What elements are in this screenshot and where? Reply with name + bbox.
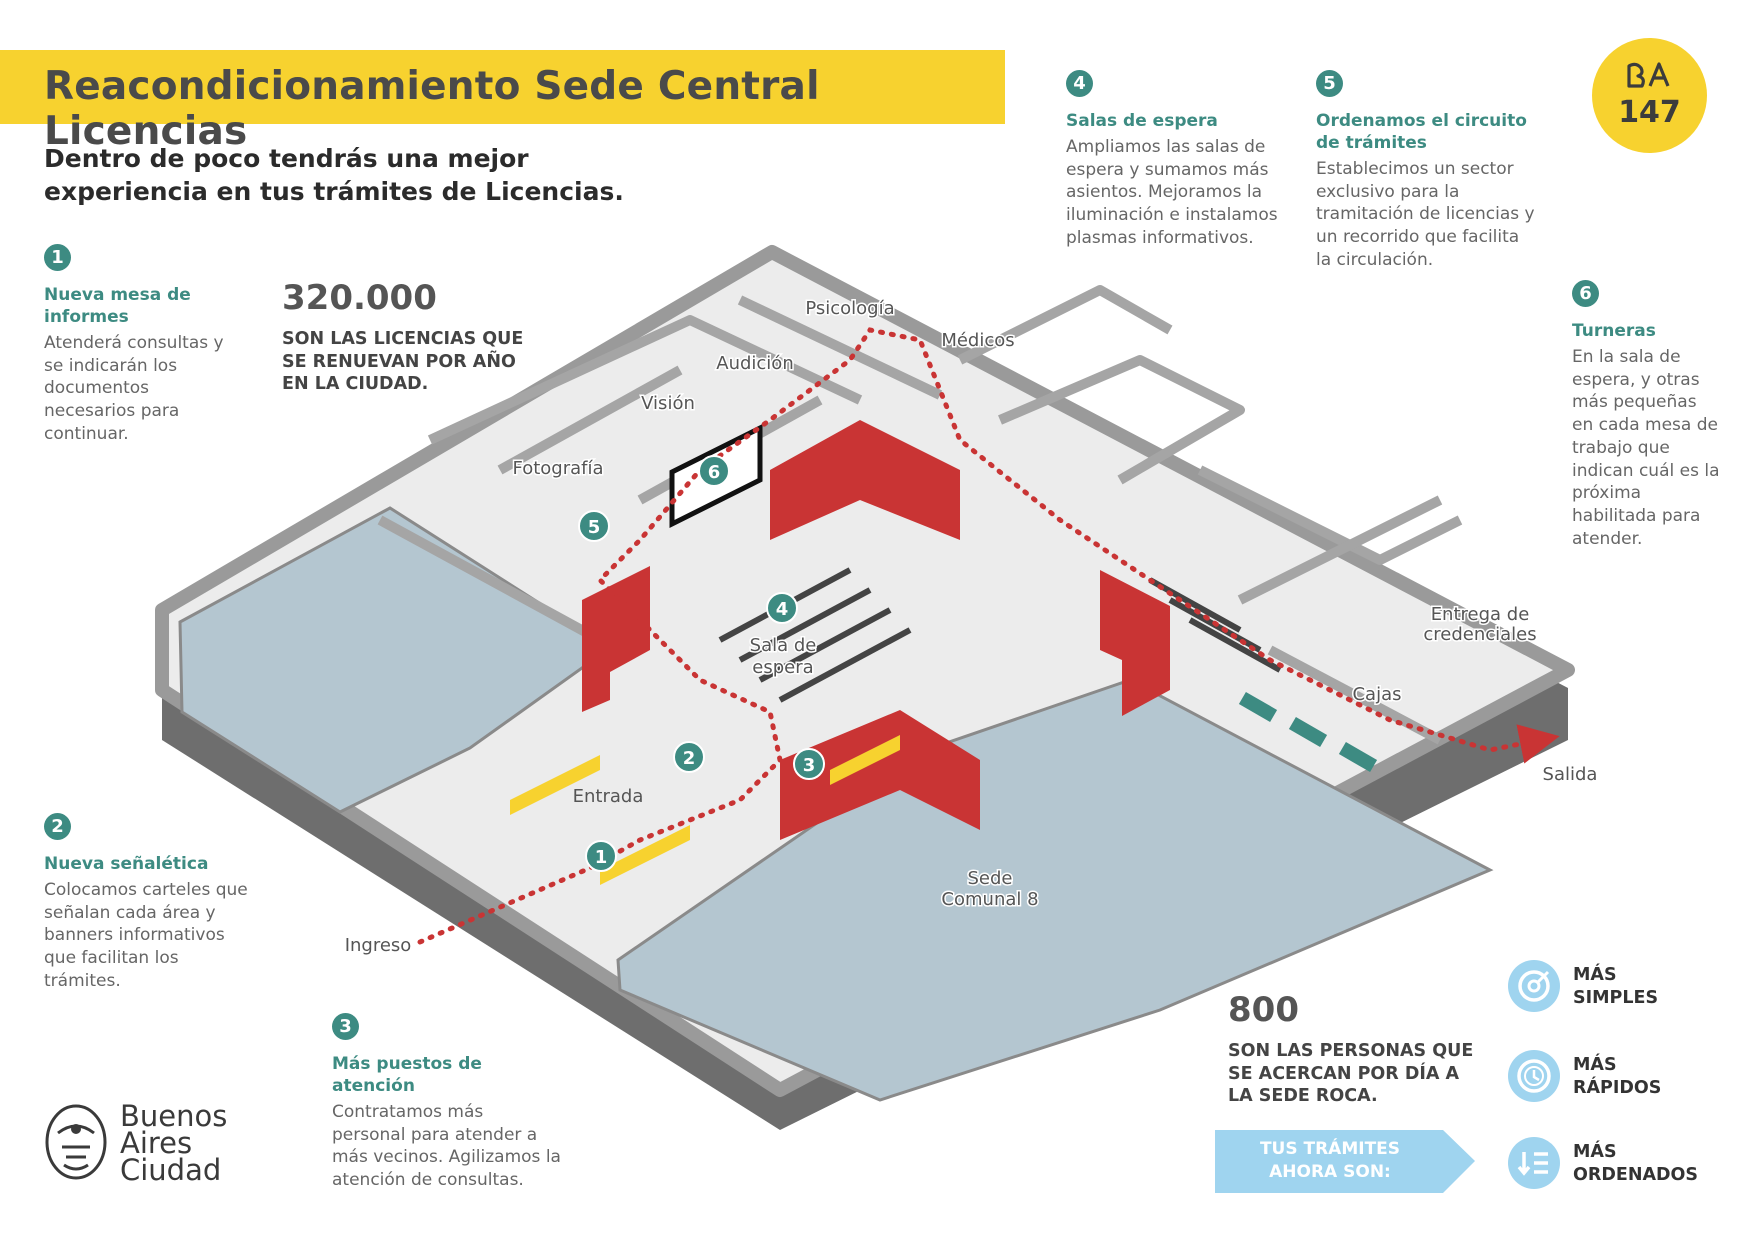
quality-line2: SIMPLES	[1573, 987, 1659, 1008]
info-desks	[510, 735, 900, 885]
stat-licencias: 320.000 SON LAS LICENCIAS QUE SE RENUEVA…	[282, 278, 542, 396]
central-counter	[770, 420, 960, 540]
feature-title: Turneras	[1572, 321, 1656, 341]
sede-comunal-room	[616, 678, 1494, 1102]
label-sala-espera-line2: espera	[752, 657, 813, 678]
callout-line1: TUS TRÁMITES	[1259, 1139, 1401, 1159]
svg-text:4: 4	[776, 599, 789, 620]
svg-text:6: 6	[708, 462, 721, 483]
ordered-list-icon	[1508, 1137, 1560, 1189]
feature-6: 6 Turneras En la sala de espera, y otras…	[1572, 280, 1722, 550]
feature-title: Nueva señalética	[44, 854, 209, 874]
label-vision: Visión	[641, 393, 695, 414]
quality-rapidos: MÁS RÁPIDOS	[1508, 1050, 1718, 1110]
phone-number: 147	[1618, 95, 1681, 130]
feature-number-badge: 3	[332, 1013, 359, 1040]
feature-description: En la sala de espera, y otras más pequeñ…	[1572, 347, 1720, 549]
stat-personas: 800 SON LAS PERSONAS QUE SE ACERCAN POR …	[1228, 990, 1478, 1108]
label-ingreso: Ingreso	[345, 935, 412, 956]
logo-wordmark: Buenos Aires Ciudad	[120, 1099, 228, 1187]
label-psicologia: Psicología	[805, 298, 894, 319]
feature-description: Contratamos más personal para atender a …	[332, 1102, 561, 1191]
feature-number-badge: 4	[1066, 70, 1093, 97]
quality-ordenados: MÁS ORDENADOS	[1508, 1137, 1718, 1197]
feature-title: Nueva mesa de informes	[44, 285, 191, 327]
feature-4: 4 Salas de espera Ampliamos las salas de…	[1066, 70, 1286, 250]
feature-1: 1 Nueva mesa de informes Atenderá consul…	[44, 244, 244, 446]
label-sede-line1: Sede	[968, 868, 1013, 889]
attention-counter	[780, 710, 980, 840]
svg-text:3: 3	[803, 755, 816, 776]
quality-line2: RÁPIDOS	[1573, 1077, 1662, 1098]
quality-text: MÁS SIMPLES	[1573, 964, 1658, 1009]
quality-line1: MÁS	[1573, 1142, 1617, 1162]
label-cajas: Cajas	[1352, 684, 1401, 705]
arrow-banner-shape	[1215, 1130, 1475, 1193]
label-sala-espera-line1: Sala de	[750, 635, 817, 656]
circuit-route	[417, 327, 1560, 945]
logo-line2: Aires	[120, 1126, 193, 1160]
logo-line3: Ciudad	[120, 1153, 222, 1187]
label-entrada: Entrada	[573, 786, 644, 807]
feature-description: Establecimos un sector exclusivo para la…	[1316, 159, 1535, 270]
stat-number: 800	[1228, 990, 1299, 1030]
label-entrega-line1: Entrega de	[1431, 604, 1530, 625]
tramites-callout: TUS TRÁMITES AHORA SON:	[1215, 1130, 1475, 1193]
label-salida: Salida	[1543, 764, 1598, 785]
logo-line1: Buenos	[120, 1099, 228, 1133]
quality-line1: MÁS	[1573, 965, 1617, 985]
page-subtitle: Dentro de poco tendrás una mejor experie…	[44, 144, 624, 206]
quality-text: MÁS ORDENADOS	[1573, 1141, 1698, 1186]
title-bar: Reacondicionamiento Sede Central Licenci…	[0, 50, 1005, 154]
feature-description: Ampliamos las salas de espera y sumamos …	[1066, 137, 1278, 248]
feature-title: Ordenamos el circuito de trámites	[1316, 111, 1527, 153]
map-marker-4: 4	[766, 592, 798, 624]
map-marker-1: 1	[585, 840, 617, 872]
callout-text: TUS TRÁMITES AHORA SON:	[1245, 1138, 1415, 1184]
stat-description: SON LAS LICENCIAS QUE SE RENUEVAN POR AÑ…	[282, 329, 524, 394]
quality-line1: MÁS	[1573, 1055, 1617, 1075]
phone-147-badge: 147	[1592, 38, 1707, 153]
feature-3: 3 Más puestos de atención Contratamos má…	[332, 1013, 562, 1192]
svg-text:1: 1	[595, 847, 608, 868]
label-fotografia: Fotografía	[512, 458, 603, 479]
ba-logo-icon	[1627, 62, 1670, 88]
target-icon	[1508, 960, 1560, 1012]
feature-2: 2 Nueva señalética Colocamos carteles qu…	[44, 813, 254, 993]
buenos-aires-logo: Buenos Aires Ciudad	[44, 1099, 294, 1188]
feature-5: 5 Ordenamos el circuito de trámites Esta…	[1316, 70, 1536, 272]
right-counter	[1100, 570, 1170, 716]
left-counter	[582, 566, 650, 712]
callout-line2: AHORA SON:	[1269, 1162, 1391, 1182]
city-coat-of-arms-icon	[45, 1104, 107, 1180]
quality-line2: ORDENADOS	[1573, 1164, 1699, 1185]
map-marker-6: 6	[698, 455, 730, 487]
cash-desks	[1238, 691, 1378, 773]
feature-description: Atenderá consultas y se indicarán los do…	[44, 333, 224, 444]
quality-text: MÁS RÁPIDOS	[1573, 1054, 1661, 1099]
clock-icon	[1508, 1050, 1560, 1102]
feature-number-badge: 2	[44, 813, 71, 840]
feature-description: Colocamos carteles que señalan cada área…	[44, 880, 248, 991]
stat-description: SON LAS PERSONAS QUE SE ACERCAN POR DÍA …	[1228, 1041, 1474, 1106]
feature-number-badge: 6	[1572, 280, 1599, 307]
map-marker-5: 5	[578, 510, 610, 542]
feature-title: Más puestos de atención	[332, 1054, 482, 1096]
map-marker-3: 3	[793, 748, 825, 780]
label-sede-line2: Comunal 8	[941, 889, 1038, 910]
feature-number-badge: 5	[1316, 70, 1343, 97]
feature-title: Salas de espera	[1066, 111, 1218, 131]
stat-number: 320.000	[282, 278, 437, 318]
page-title: Reacondicionamiento Sede Central Licenci…	[44, 64, 820, 154]
map-marker-2: 2	[673, 741, 705, 773]
svg-text:5: 5	[588, 517, 601, 538]
feature-number-badge: 1	[44, 244, 71, 271]
label-audicion: Audición	[716, 353, 793, 374]
label-medicos: Médicos	[941, 330, 1014, 351]
quality-simples: MÁS SIMPLES	[1508, 960, 1718, 1020]
label-entrega-line2: credenciales	[1423, 624, 1536, 645]
svg-text:2: 2	[683, 748, 696, 769]
